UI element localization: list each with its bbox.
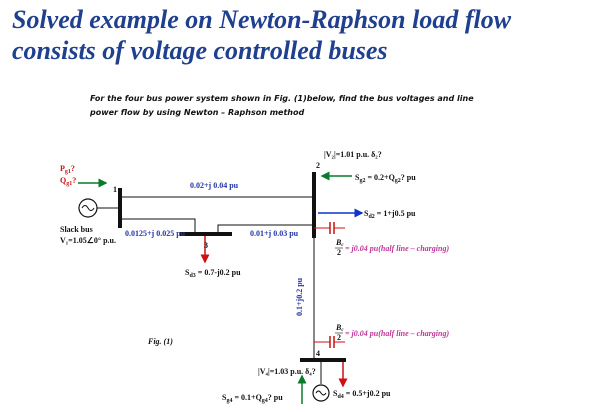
sd3-label: Sd3 = 0.7-j0.2 pu	[185, 268, 241, 279]
line-1-3	[120, 218, 196, 234]
sd2-label: Sd2 = 1+j0.5 pu	[364, 209, 416, 220]
slide-title: Solved example on Newton-Raphson load fl…	[12, 4, 602, 66]
line-2-3-impedance: 0.01+j 0.03 pu	[250, 229, 299, 238]
slack-bus-label: Slack bus	[60, 225, 93, 234]
svg-text:2: 2	[337, 248, 341, 257]
line-2-4-impedance: 0.1+j0.2 pu	[295, 277, 304, 316]
svg-text:Bc: Bc	[335, 323, 344, 333]
line-1-3-impedance: 0.0125+j 0.025 pu	[125, 229, 186, 238]
charging-2-label: Bc 2 = j0.04 pu(half line – charging)	[335, 238, 449, 257]
sg4-label: Sg4 = 0.1+Qg4? pu	[222, 393, 283, 404]
svg-text:= j0.04 pu(half line – chargin: = j0.04 pu(half line – charging)	[345, 244, 449, 253]
title-line-1: Solved example on Newton-Raphson load fl…	[12, 5, 512, 34]
line-2-3	[217, 224, 314, 234]
generator-1-icon	[78, 198, 98, 218]
v1-label: V₁=1.05∠0° p.u.	[60, 236, 116, 245]
v4-label: |V₄|=1.03 p.u. δ₄?	[258, 367, 316, 376]
sg2-label: Sg2 = 0.2+Qg2? pu	[355, 173, 416, 184]
charging-capacitor-2-icon	[314, 222, 345, 234]
svg-text:Bc: Bc	[335, 238, 344, 248]
line-1-2-impedance: 0.02+j 0.04 pu	[190, 181, 239, 190]
svg-text:= j0.04 pu(half line – chargin: = j0.04 pu(half line – charging)	[345, 329, 449, 338]
bus-3-number: 3	[204, 241, 208, 250]
problem-line-1: For the four bus power system shown in F…	[90, 94, 474, 103]
pg1-label: Pg1?	[60, 164, 75, 175]
generator-4-icon	[312, 384, 330, 402]
svg-text:2: 2	[337, 333, 341, 342]
bus-2-number: 2	[316, 161, 320, 170]
qg1-label: Qg1?	[60, 176, 76, 187]
title-line-2: consists of voltage controlled buses	[12, 36, 388, 65]
bus-4-number: 4	[316, 349, 320, 358]
sd4-label: Sd4 = 0.5+j0.2 pu	[333, 389, 391, 400]
problem-statement: For the four bus power system shown in F…	[90, 92, 560, 120]
bus-1-number: 1	[113, 185, 117, 194]
charging-capacitor-4-icon	[314, 336, 345, 348]
charging-4-label: Bc 2 = j0.04 pu(half line – charging)	[335, 323, 449, 342]
v2-label: |V₂|=1.01 p.u. δ₂?	[324, 150, 382, 159]
problem-line-2: power flow by using Newton – Raphson met…	[90, 108, 305, 117]
figure-caption: Fig. (1)	[147, 337, 173, 346]
